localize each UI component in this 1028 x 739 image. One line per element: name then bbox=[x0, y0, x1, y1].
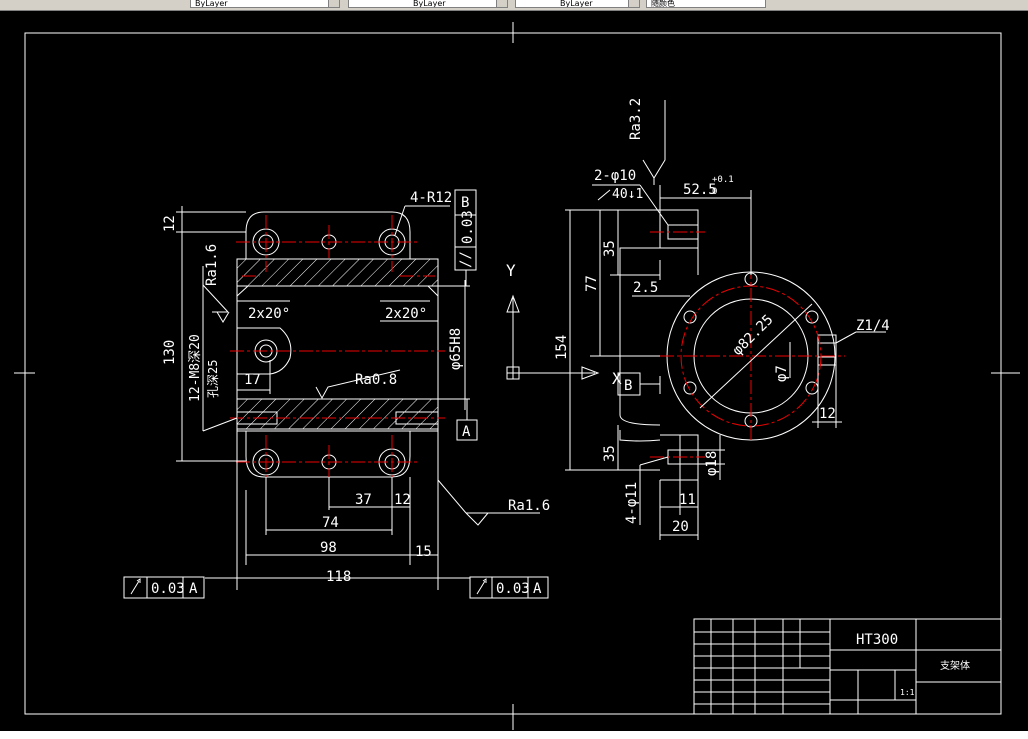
plotstyle-dropdown-value: 随颜色 bbox=[651, 0, 675, 8]
dim-12-bottom: 12 bbox=[394, 492, 411, 508]
dim-52-5: 52.5 bbox=[683, 182, 717, 198]
roughness-bottom: Ra1.6 bbox=[508, 498, 550, 514]
layer-dropdown[interactable]: ByLayer bbox=[190, 0, 340, 8]
sheet-border bbox=[14, 22, 1020, 730]
dim-130: 130 bbox=[162, 340, 178, 365]
layer-dropdown-value: ByLayer bbox=[195, 0, 228, 8]
dim-15: 15 bbox=[415, 544, 432, 560]
chevron-down-icon[interactable] bbox=[496, 0, 507, 7]
parallel-tolerance: 0.03 bbox=[460, 210, 476, 244]
hole-callout: 2-φ10 bbox=[594, 168, 636, 184]
lineweight-dropdown-value: ByLayer bbox=[560, 0, 593, 8]
datum-b-side: B bbox=[624, 378, 632, 394]
chamfer-right: 2x20° bbox=[385, 306, 427, 322]
datum-b-label: B bbox=[461, 195, 469, 211]
dim-52-5-tol-upper: +0.1 bbox=[712, 175, 734, 185]
dim-12-side: 12 bbox=[819, 406, 836, 422]
dim-2-5: 2.5 bbox=[633, 280, 658, 296]
dim-118: 118 bbox=[326, 569, 351, 585]
side-labels: Ra3.2 2-φ10 40↓1 52.5 +0.1 0 35 77 2.5 1… bbox=[554, 98, 890, 535]
datum-a-label: A bbox=[462, 424, 471, 440]
ucs-y-label: Y bbox=[506, 261, 516, 280]
dim-98: 98 bbox=[320, 540, 337, 556]
dim-11: 11 bbox=[679, 492, 696, 508]
thread-z-label: Z1/4 bbox=[856, 318, 890, 334]
linetype-dropdown-value: ByLayer bbox=[413, 0, 446, 8]
roughness-center: Ra0.8 bbox=[355, 372, 397, 388]
ucs-labels: Y X bbox=[506, 261, 622, 388]
side-centerlines bbox=[650, 231, 845, 458]
linetype-dropdown[interactable]: ByLayer bbox=[348, 0, 508, 8]
chamfer-left: 2x20° bbox=[248, 306, 290, 322]
dim-17: 17 bbox=[244, 372, 261, 388]
front-labels: 4-R12 B // 0.03 12 Ra1.6 2x20° 2x20° φ65… bbox=[151, 190, 550, 597]
runout-datum-left: A bbox=[189, 581, 198, 597]
dim-77: 77 bbox=[584, 275, 600, 292]
small-dia-label: φ7 bbox=[774, 365, 790, 382]
lineweight-dropdown[interactable]: ByLayer bbox=[515, 0, 640, 8]
front-view bbox=[236, 211, 439, 478]
side-view bbox=[619, 209, 837, 481]
hole-sub: 40↓1 bbox=[612, 187, 643, 202]
hole-11-callout: 4-φ11 bbox=[624, 482, 640, 524]
dim-154: 154 bbox=[554, 335, 570, 360]
chevron-down-icon[interactable] bbox=[628, 0, 639, 7]
ucs-x-label: X bbox=[612, 369, 622, 388]
top-flange bbox=[245, 211, 411, 260]
dim-37: 37 bbox=[355, 492, 372, 508]
pcd-label: φ82.25 bbox=[730, 312, 777, 359]
runout-tol-right: 0.03 bbox=[496, 581, 530, 597]
front-centerlines bbox=[230, 215, 445, 490]
front-dimensions bbox=[123, 189, 549, 599]
dim-18: φ18 bbox=[704, 451, 720, 476]
dim-74: 74 bbox=[322, 515, 339, 531]
title-block-labels: HT300 支架体 1:1 bbox=[856, 632, 970, 697]
command-line[interactable] bbox=[0, 731, 1028, 739]
dim-35-bottom: 35 bbox=[602, 445, 618, 462]
bottom-flange bbox=[245, 430, 411, 478]
chevron-down-icon[interactable] bbox=[328, 0, 339, 7]
plotstyle-dropdown[interactable]: 随颜色 bbox=[646, 0, 766, 8]
dim-52-5-tol-lower: 0 bbox=[712, 187, 717, 197]
properties-toolbar: ByLayer ByLayer ByLayer 随颜色 bbox=[0, 0, 1028, 11]
side-dimensions bbox=[565, 100, 886, 540]
runout-tol-left: 0.03 bbox=[151, 581, 185, 597]
runout-datum-right: A bbox=[533, 581, 542, 597]
dim-35-top: 35 bbox=[602, 240, 618, 257]
hatch-top bbox=[236, 258, 439, 287]
parallel-symbol: // bbox=[458, 251, 474, 268]
ucs-icon bbox=[506, 294, 600, 380]
dim-20: 20 bbox=[672, 519, 689, 535]
drawing-canvas[interactable]: 4-R12 B // 0.03 12 Ra1.6 2x20° 2x20° φ65… bbox=[0, 10, 1028, 731]
thread-callout: 12-M8深20 bbox=[188, 334, 203, 402]
thread-sub: 孔深25 bbox=[206, 360, 220, 398]
roughness-left: Ra1.6 bbox=[204, 244, 220, 286]
radius-callout: 4-R12 bbox=[410, 190, 452, 206]
part-name-label: 支架体 bbox=[940, 660, 970, 672]
material-label: HT300 bbox=[856, 632, 898, 648]
side-lug bbox=[237, 327, 292, 375]
title-block bbox=[693, 618, 1002, 715]
dim-12-top-left: 12 bbox=[162, 215, 178, 232]
roughness-top: Ra3.2 bbox=[628, 98, 644, 140]
bore-diameter: φ65H8 bbox=[448, 328, 464, 370]
scale-label: 1:1 bbox=[900, 688, 915, 697]
